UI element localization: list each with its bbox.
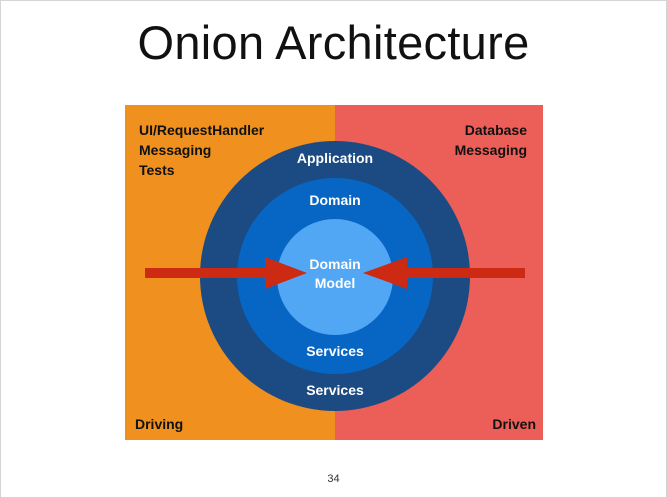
application-label: Application [296, 150, 374, 166]
page-number: 34 [327, 473, 340, 485]
driving-item-ui: UI/RequestHandler [139, 122, 265, 138]
onion-diagram: UI/RequestHandler Messaging Tests Drivin… [125, 105, 543, 440]
driven-item-database: Database [464, 122, 527, 138]
driving-item-tests: Tests [139, 162, 175, 178]
domain-model-label-line2: Model [314, 275, 356, 291]
driven-label: Driven [492, 416, 536, 432]
domain-label: Domain [309, 192, 361, 208]
domain-services-label: Services [306, 343, 364, 359]
driven-item-messaging: Messaging [454, 142, 527, 158]
driving-panel-text: UI/RequestHandler Messaging Tests [139, 120, 264, 180]
driven-panel-text: Database Messaging [455, 120, 527, 160]
driving-item-messaging: Messaging [139, 142, 212, 158]
domain-model-label-line1: Domain [309, 256, 361, 272]
application-services-label: Services [306, 382, 364, 398]
slide-title: Onion Architecture [137, 16, 530, 69]
driving-label: Driving [135, 416, 184, 432]
